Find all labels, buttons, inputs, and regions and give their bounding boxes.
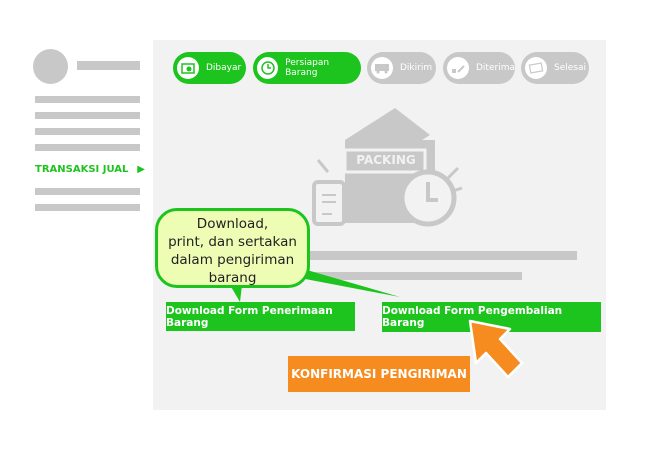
step-dibayar: Dibayar [173,52,246,84]
pointer-arrow-icon [468,319,524,379]
konfirmasi-pengiriman-button[interactable]: KONFIRMASI PENGIRIMAN [288,356,470,392]
tooltip-line: barang [208,270,257,286]
sidebar-item[interactable] [35,112,140,119]
sidebar-item-transaksi-jual[interactable]: TRANSAKSI JUAL ▶ [35,164,145,175]
payment-icon [177,57,199,79]
step-persiapan-barang: Persiapan Barang [253,52,361,84]
download-form-penerimaan-button[interactable]: Download Form Penerimaan Barang [166,302,355,331]
sidebar-item[interactable] [35,128,140,135]
tooltip-bubble: Download, print, dan sertakan dalam peng… [155,208,310,288]
tooltip-tail [230,268,400,302]
arrow-right-icon: ▶ [137,164,145,175]
ticket-icon [525,57,547,79]
step-dikirim: Dikirim [367,52,436,84]
packing-illustration [312,108,463,227]
step-label: Dikirim [400,63,433,73]
info-line [310,272,522,280]
clock-icon [257,57,279,79]
step-selesai: Selesai [521,52,589,84]
step-label: Diterima [476,63,515,73]
tooltip-line: print, dan sertakan [168,234,297,250]
avatar [33,49,68,84]
username-placeholder [77,61,140,70]
sidebar-item[interactable] [35,96,140,103]
sidebar-item-label: TRANSAKSI JUAL [35,164,129,175]
tooltip-line: dalam pengiriman [170,252,295,268]
step-label: Persiapan Barang [285,58,330,78]
info-line [310,251,577,260]
step-label: Selesai [554,63,586,73]
packing-label: PACKING [356,153,416,167]
sidebar-item[interactable] [35,204,140,211]
tooltip-line: Download, [196,216,269,232]
sidebar-item[interactable] [35,188,140,195]
truck-icon [371,57,393,79]
step-label: Dibayar [206,63,242,73]
sidebar-item[interactable] [35,144,140,151]
step-diterima: Diterima [443,52,515,84]
delivery-icon [447,57,469,79]
